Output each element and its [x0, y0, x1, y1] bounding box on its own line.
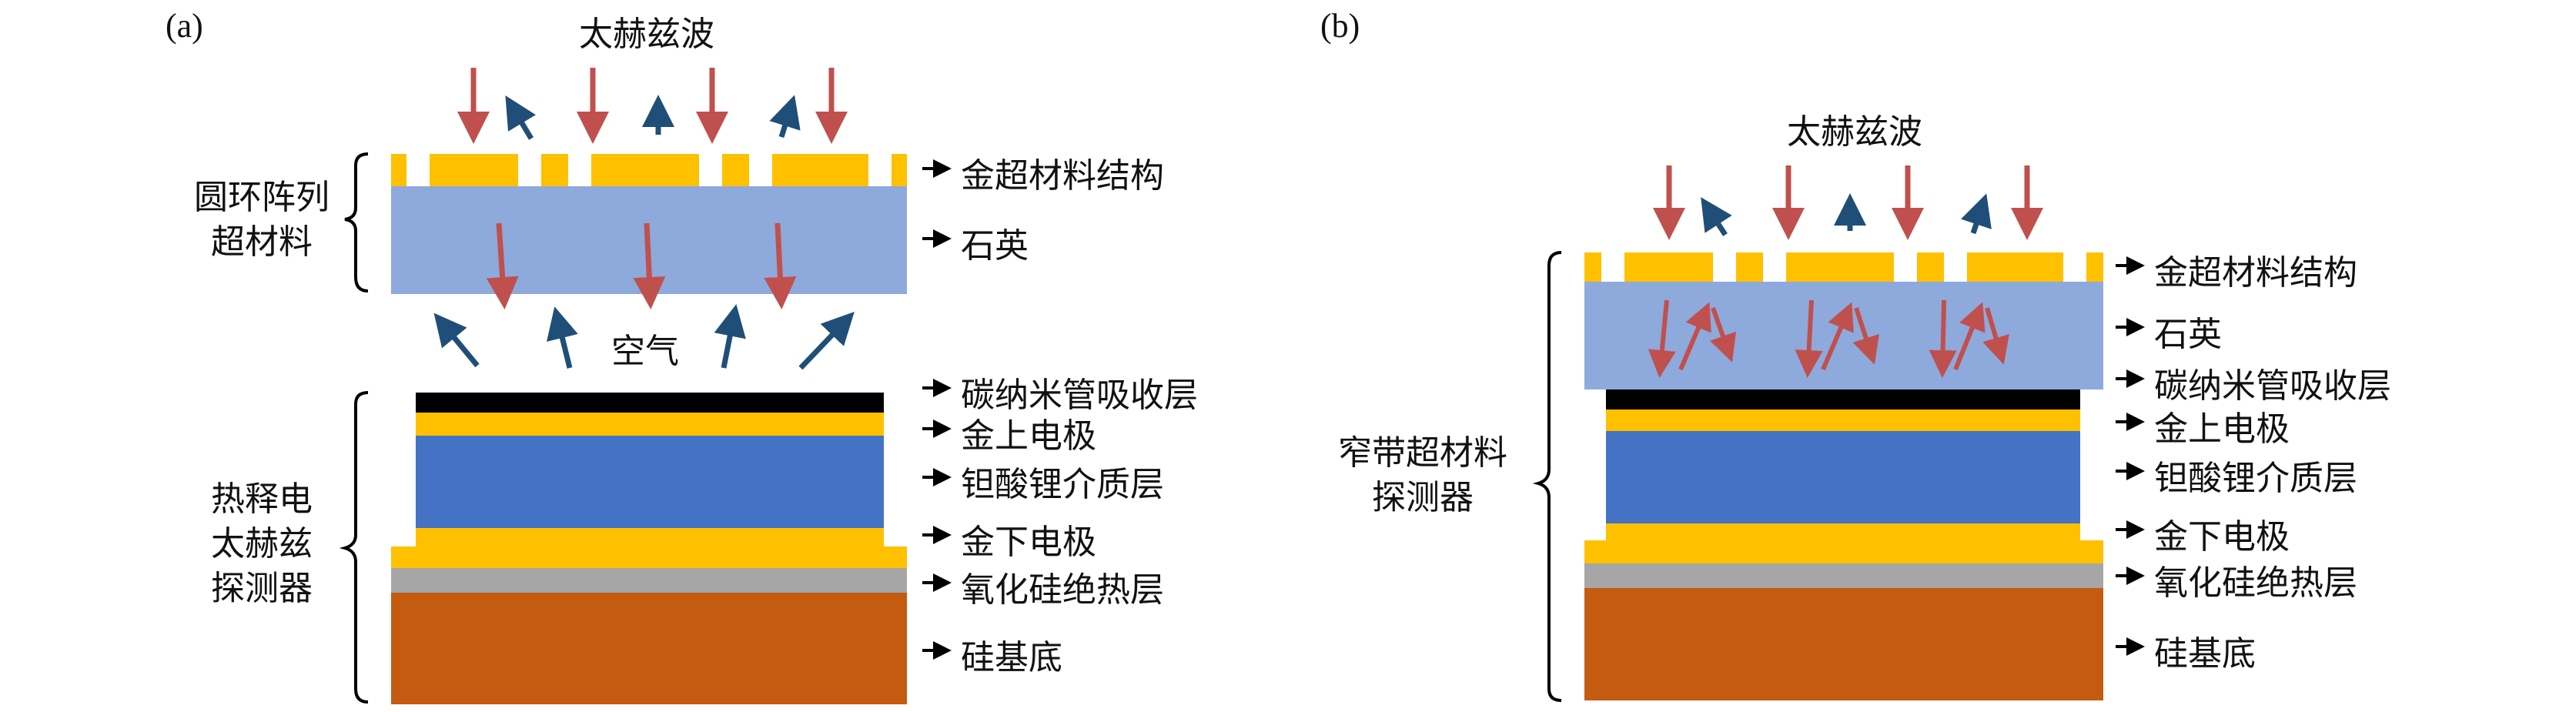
label-top-electrode-a: 金上电极: [961, 416, 1096, 456]
reflected-arrows-a: [505, 95, 801, 140]
detector-group-line-3: 探测器: [211, 569, 313, 608]
silicon-substrate-a: [391, 593, 907, 704]
air-arrows-a: [433, 304, 855, 370]
panel-label-b: (b): [1320, 7, 1360, 45]
panel-a: (a) 太赫兹波: [166, 7, 1198, 704]
label-top-electrode-b: 金上电极: [2154, 409, 2290, 449]
detector-group-label-b: 窄带超材料 探测器: [1311, 431, 1534, 520]
bottom-electrode-b: [1584, 523, 2103, 563]
internal-reflection-arrows-b: [1648, 299, 2009, 378]
label-gold-structure-a: 金超材料结构: [961, 156, 1164, 196]
label-pointers-b: [2116, 256, 2145, 656]
sio2-layer-a: [391, 568, 907, 593]
cnt-layer-b: [1606, 389, 2080, 409]
detector-group-b-line-1: 窄带超材料: [1338, 433, 1507, 473]
cnt-layer-a: [416, 393, 884, 413]
brace-detector-b: [1532, 251, 1562, 702]
label-gold-structure-b: 金超材料结构: [2154, 253, 2357, 292]
detector-group-line-2: 太赫兹: [211, 524, 313, 563]
detector-group-b-line-2: 探测器: [1372, 478, 1474, 517]
air-label-a: 空气: [608, 323, 682, 373]
label-quartz-a: 石英: [961, 226, 1029, 266]
structure-diagram-a: [339, 68, 952, 704]
label-cnt-b: 碳纳米管吸收层: [2154, 366, 2391, 406]
reflected-arrows-b: [1701, 193, 1992, 236]
label-litao3-b: 钽酸锂介质层: [2154, 459, 2357, 498]
metamaterial-group-line-2: 超材料: [211, 222, 313, 262]
label-quartz-b: 石英: [2154, 315, 2222, 354]
panel-label-a: (a): [166, 7, 203, 45]
metamaterial-group-line-1: 圆环阵列: [194, 178, 330, 217]
incident-arrows-a: [457, 68, 848, 144]
label-pointers-a: [922, 159, 952, 660]
label-bottom-electrode-b: 金下电极: [2154, 517, 2290, 557]
label-substrate-a: 硅基底: [961, 638, 1062, 677]
top-electrode-a: [416, 413, 884, 436]
litao3-layer-b: [1606, 431, 2080, 523]
silicon-substrate-b: [1584, 588, 2103, 700]
label-bottom-electrode-a: 金下电极: [961, 523, 1096, 562]
gold-metamaterial-structure-a: [391, 154, 907, 186]
incident-arrows-b: [1653, 165, 2043, 240]
label-cnt-a: 碳纳米管吸收层: [961, 376, 1198, 415]
label-substrate-b: 硅基底: [2154, 634, 2256, 674]
detector-group-label-a: 热释电 太赫兹 探测器: [185, 477, 339, 611]
brace-detector-a: [339, 391, 369, 704]
detector-group-line-1: 热释电: [211, 480, 313, 519]
top-electrode-b: [1606, 409, 2080, 431]
transmitted-arrows-a: [486, 222, 797, 309]
label-sio2-b: 氧化硅绝热层: [2154, 563, 2357, 603]
structure-diagram-b: [1532, 165, 2145, 702]
terahertz-wave-title-a: 太赫兹波: [579, 15, 714, 54]
metamaterial-group-label-a: 圆环阵列 超材料: [185, 175, 339, 265]
label-litao3-a: 钽酸锂介质层: [961, 465, 1164, 504]
gold-metamaterial-structure-b: [1584, 252, 2103, 282]
bottom-electrode-a: [391, 528, 907, 568]
brace-metamaterial-a: [344, 152, 369, 292]
litao3-layer-a: [416, 436, 884, 528]
terahertz-wave-title-b: 太赫兹波: [1787, 112, 1922, 152]
label-sio2-a: 氧化硅绝热层: [961, 570, 1164, 610]
sio2-layer-b: [1584, 563, 2103, 588]
panel-b: (b) 太赫兹波: [1288, 0, 2576, 712]
